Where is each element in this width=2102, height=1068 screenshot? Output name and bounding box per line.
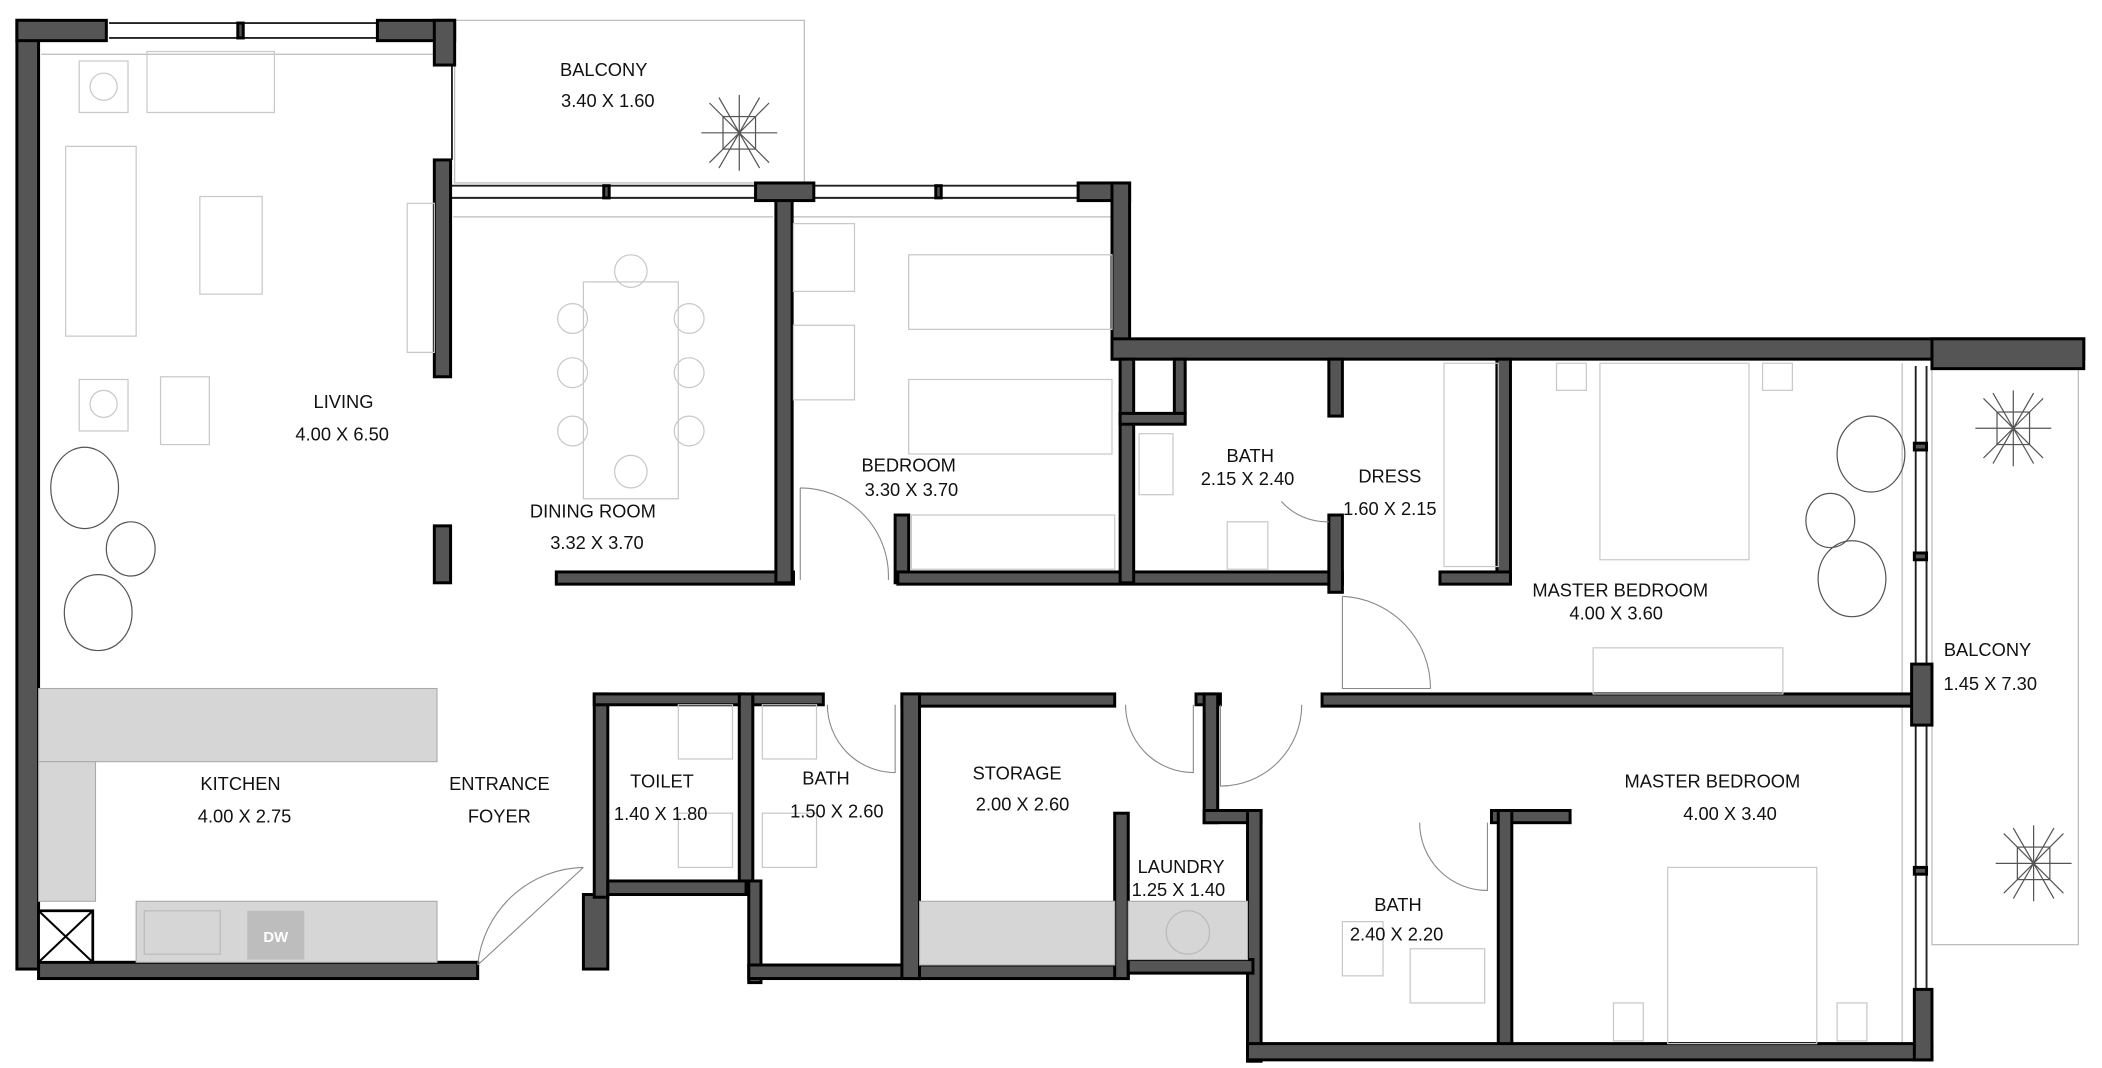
- room-master-bedroom-2: MASTER BEDROOM 4.00 X 3.40: [1625, 770, 1801, 824]
- room-label: LAUNDRY: [1138, 856, 1225, 877]
- room-label: ENTRANCE: [449, 773, 550, 794]
- room-label: 4.00 X 3.40: [1683, 803, 1777, 824]
- room-label: 3.32 X 3.70: [550, 532, 644, 553]
- kitchen-counters: DW: [37, 687, 1249, 966]
- room-label: BEDROOM: [861, 455, 955, 476]
- room-label: BALCONY: [560, 59, 647, 80]
- room-label: 4.00 X 3.60: [1569, 602, 1663, 623]
- room-label: DINING ROOM: [530, 501, 656, 522]
- room-storage: STORAGE 2.00 X 2.60: [973, 762, 1070, 814]
- room-label: 1.60 X 2.15: [1343, 498, 1437, 519]
- room-bath-3: BATH 2.40 X 2.20: [1350, 894, 1444, 945]
- room-dining: DINING ROOM 3.32 X 3.70: [530, 501, 656, 553]
- room-labels: BALCONY 3.40 X 1.60 LIVING 4.00 X 6.50 DIN…: [198, 59, 2037, 945]
- room-dress: DRESS 1.60 X 2.15: [1343, 465, 1437, 519]
- room-label: 2.40 X 2.20: [1350, 924, 1444, 945]
- furniture: [50, 50, 1906, 1045]
- room-bedroom: BEDROOM 3.30 X 3.70: [861, 455, 958, 500]
- room-label: KITCHEN: [200, 773, 280, 794]
- plant-icons: [701, 94, 2072, 902]
- room-toilet: TOILET 1.40 X 1.80: [614, 770, 708, 824]
- room-label: 1.40 X 1.80: [614, 803, 708, 824]
- room-label: 4.00 X 6.50: [295, 423, 389, 444]
- room-label: 3.40 X 1.60: [561, 90, 655, 111]
- room-label: MASTER BEDROOM: [1532, 579, 1708, 600]
- room-label: 1.50 X 2.60: [790, 800, 884, 821]
- room-label: DRESS: [1358, 465, 1421, 486]
- room-living: LIVING 4.00 X 6.50: [295, 391, 389, 445]
- room-label: 1.25 X 1.40: [1132, 879, 1226, 900]
- room-label: MASTER BEDROOM: [1625, 770, 1801, 791]
- room-label: 2.15 X 2.40: [1201, 468, 1295, 489]
- room-entrance-foyer: ENTRANCE FOYER: [449, 773, 550, 827]
- room-label: BATH: [802, 768, 849, 789]
- room-label: 1.45 X 7.30: [1943, 673, 2037, 694]
- room-balcony-top: BALCONY 3.40 X 1.60: [560, 59, 655, 111]
- room-kitchen: KITCHEN 4.00 X 2.75: [198, 773, 292, 827]
- room-label: 2.00 X 2.60: [976, 793, 1070, 814]
- room-label: BATH: [1374, 894, 1421, 915]
- room-bath-2: BATH 1.50 X 2.60: [790, 768, 884, 822]
- room-label: STORAGE: [973, 762, 1062, 783]
- walls: [15, 18, 2086, 1063]
- room-label: 3.30 X 3.70: [865, 479, 959, 500]
- room-label: 4.00 X 2.75: [198, 806, 292, 827]
- room-label: FOYER: [468, 806, 531, 827]
- dishwasher-label: DW: [263, 930, 289, 946]
- room-label: BATH: [1227, 445, 1274, 466]
- doors[interactable]: [477, 487, 1488, 966]
- room-balcony-right: BALCONY 1.45 X 7.30: [1943, 639, 2037, 694]
- windows: [41, 21, 1929, 1044]
- balcony-outline-top: [454, 19, 805, 184]
- room-label: LIVING: [314, 391, 374, 412]
- room-label: TOILET: [630, 770, 694, 791]
- room-label: BALCONY: [1944, 639, 2031, 660]
